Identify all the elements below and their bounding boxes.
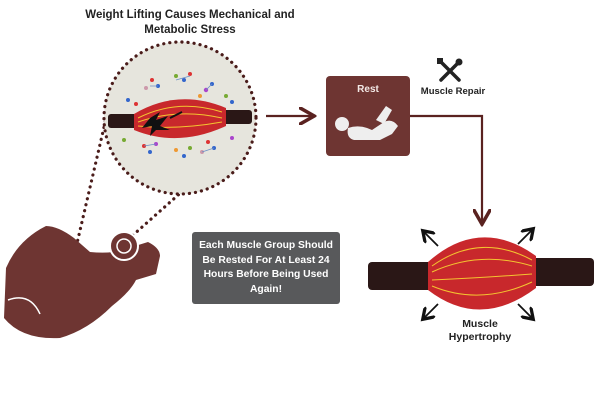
metabolite-molecules <box>122 72 234 158</box>
muscle-hypertrophy-label: Muscle Hypertrophy <box>448 318 512 343</box>
muscle-repair-label: Muscle Repair <box>420 86 486 97</box>
hypertrophied-muscle <box>368 237 594 310</box>
magnified-muscle-circle <box>102 40 258 196</box>
arrow-to-hypertrophy <box>410 114 482 222</box>
resting-person-icon <box>335 106 398 140</box>
damaged-muscle-fiber <box>108 99 252 139</box>
rest-label: Rest <box>357 84 379 95</box>
diagram-title: Weight Lifting Causes Mechanical and Met… <box>85 9 295 36</box>
flexing-arm-icon <box>4 226 160 339</box>
rest-box <box>326 76 410 156</box>
growth-arrows <box>424 230 532 318</box>
rest-note-box: Each Muscle Group Should Be Rested For A… <box>192 232 340 304</box>
tools-icon <box>437 58 463 82</box>
